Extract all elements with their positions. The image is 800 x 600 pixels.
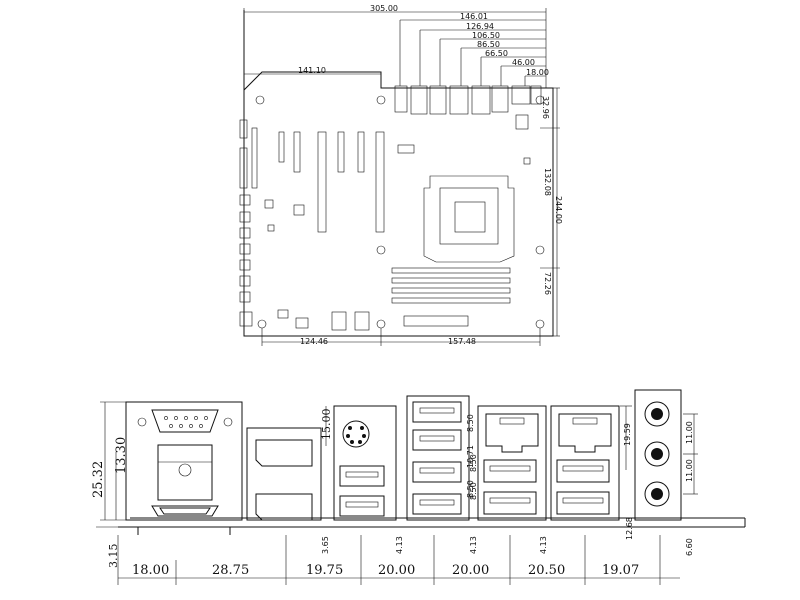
dim-4-13-b: 4.13: [469, 536, 478, 554]
audio-jack-2: [644, 441, 670, 467]
ps2-port: [342, 420, 370, 448]
audio-jack-stack: [634, 389, 682, 521]
dim-8-50-b: 8.50: [466, 480, 475, 498]
dim-8-50-c: 8.50: [469, 454, 478, 472]
dim-20-50: 20.50: [528, 563, 565, 578]
usb-port-q1: [412, 401, 462, 423]
usb-port-q2: [412, 429, 462, 451]
serial-hdmi-stack: [125, 401, 243, 535]
io-panel-front: 25.32 13.30 3.15 15.00 3.65 8.50 10.71 8…: [91, 389, 746, 585]
dim-28-75: 28.75: [212, 563, 249, 578]
dim-25: 25.32: [91, 461, 106, 498]
usb-port-ps2-2: [339, 495, 385, 517]
rear-io-top: [394, 85, 542, 115]
dim-10-71: 10.71: [466, 445, 475, 468]
dim-19-07: 19.07: [602, 563, 639, 578]
displayport-stack: [246, 427, 322, 521]
dim-15: 15.00: [320, 409, 333, 441]
dim-157: 157.48: [448, 337, 476, 346]
dimm-slots: [391, 267, 511, 304]
dim-244: 244.00: [554, 196, 563, 224]
usb-port-ps2-1: [339, 465, 385, 487]
usb-port-q3: [412, 461, 462, 483]
usb-port-l4: [556, 491, 610, 515]
cpu-socket: [423, 175, 515, 263]
audio-jack-1: [644, 401, 670, 427]
dim-3-15: 3.15: [107, 544, 120, 569]
pcie-slots: [251, 127, 385, 233]
board-outline: [243, 10, 554, 337]
hdmi-port: [151, 505, 219, 517]
dim-18-00: 18.00: [132, 563, 169, 578]
lan-usb-stack-2: [550, 405, 620, 521]
dim-146: 146.01: [460, 12, 488, 21]
lan-usb-stack-1: [477, 405, 547, 521]
ps2-usb-stack: [333, 405, 397, 521]
dim-12-68: 12.68: [625, 517, 634, 540]
dim-4-13-c: 4.13: [539, 536, 548, 554]
dim-20-00-b: 20.00: [452, 563, 489, 578]
left-headers: [239, 119, 253, 327]
dim-124: 124.46: [300, 337, 328, 346]
db9-shell: [151, 409, 219, 433]
board-top-view: 305.00 146.01 126.94 106.50 86.50 66.50 …: [239, 4, 563, 346]
usb-port-l3: [556, 459, 610, 483]
dim-32: 32.96: [541, 96, 550, 119]
dim-106: 106.50: [472, 31, 500, 40]
dim-19-75: 19.75: [306, 563, 343, 578]
rj45-port-2: [558, 413, 612, 453]
db9-pins: [164, 416, 208, 428]
dim-132: 132.08: [543, 168, 552, 196]
dim-11-b: 11.00: [685, 459, 694, 482]
dim-126: 126.94: [466, 22, 494, 31]
dim-18: 18.00: [526, 68, 549, 77]
dim-19-59: 19.59: [623, 423, 632, 446]
dim-86: 86.50: [477, 40, 500, 49]
dim-6-60: 6.60: [685, 538, 694, 556]
dim-4-13-a: 4.13: [395, 536, 404, 554]
dim-20-00-a: 20.00: [378, 563, 415, 578]
dim-141: 141.10: [298, 66, 326, 75]
dim-72: 72.26: [543, 272, 552, 295]
dim-11-a: 11.00: [685, 421, 694, 444]
dim-8-50-d: 8.50: [469, 482, 478, 500]
dp-port-2: [255, 493, 313, 521]
dp-port-1: [255, 439, 313, 467]
dim-3-65: 3.65: [321, 536, 330, 554]
usb-port-l1: [483, 459, 537, 483]
usb-port-l2: [483, 491, 537, 515]
dim-305: 305.00: [370, 4, 398, 13]
dim-46: 46.00: [512, 58, 535, 67]
usb-port-q4: [412, 493, 462, 515]
audio-jack-3: [644, 481, 670, 507]
quad-usb-stack: [406, 395, 470, 521]
dim-66: 66.50: [485, 49, 508, 58]
offset-dims: 146.01 126.94 106.50 86.50 66.50 46.00 1…: [399, 12, 549, 86]
dim-8-50-a: 8.50: [466, 414, 475, 432]
rj45-port-1: [485, 413, 539, 453]
dim-13: 13.30: [114, 437, 129, 474]
